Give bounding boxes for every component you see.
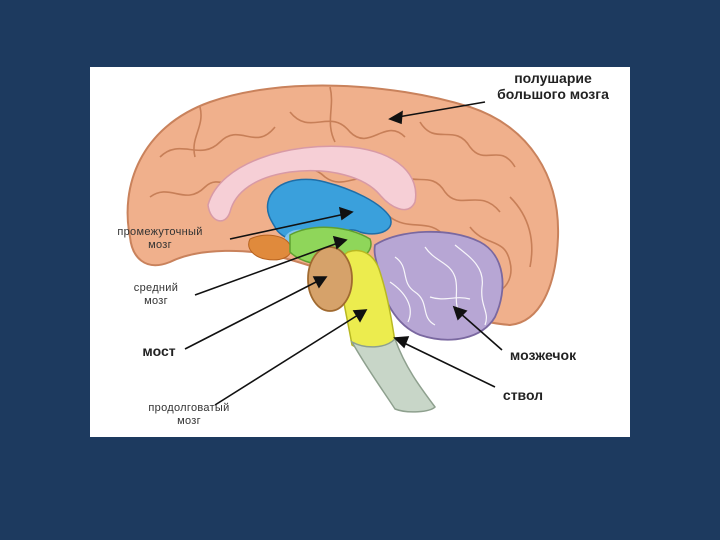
- pons-shape: [307, 246, 353, 312]
- label-midbrain: средний мозг: [116, 282, 196, 308]
- line-midbrain: [194, 242, 339, 296]
- line-diencephalon: [229, 213, 346, 240]
- leader-lines: [184, 101, 503, 406]
- diencephalon-shape: [266, 178, 392, 245]
- arrow-midbrain: [332, 235, 348, 250]
- label-cerebellum-text: мозжечок: [509, 347, 577, 363]
- medulla-shape: [350, 337, 436, 413]
- label-diencephalon-line2: мозг: [148, 239, 172, 251]
- arrow-cerebellum: [452, 305, 468, 321]
- label-midbrain-line2: мозг: [144, 295, 168, 307]
- brain-diagram: полушарие большого мозга промежуточный м…: [90, 67, 630, 437]
- label-hemisphere-line2: большого мозга: [497, 86, 609, 102]
- hypothalamus-shape: [248, 234, 292, 261]
- label-hemisphere: полушарие большого мозга: [478, 70, 628, 102]
- label-diencephalon: промежуточный мозг: [94, 226, 226, 252]
- line-pons: [184, 280, 319, 350]
- line-medulla: [214, 314, 359, 406]
- arrow-medulla: [352, 309, 368, 323]
- line-brainstem: [401, 341, 496, 388]
- corpus-callosum-shape: [207, 145, 417, 222]
- arrow-pons: [312, 276, 328, 289]
- arrow-diencephalon: [338, 206, 354, 221]
- label-cerebellum: мозжечок: [488, 347, 598, 363]
- line-hemisphere: [397, 101, 486, 118]
- label-diencephalon-line1: промежуточный: [117, 226, 203, 238]
- brain-illustration: [126, 84, 560, 413]
- arrow-brainstem: [393, 336, 410, 349]
- label-medulla-line1: продолговатый: [148, 402, 230, 414]
- label-medulla-line2: мозг: [177, 415, 201, 427]
- label-midbrain-line1: средний: [133, 282, 179, 294]
- label-hemisphere-line1: полушарие: [514, 70, 592, 86]
- label-brainstem-text: ствол: [502, 387, 544, 403]
- label-medulla: продолговатый мозг: [124, 402, 254, 428]
- line-cerebellum: [459, 312, 503, 351]
- arrow-hemisphere: [388, 110, 403, 125]
- label-brainstem: ствол: [488, 387, 558, 403]
- cerebellum-shape: [373, 230, 504, 341]
- label-pons-text: мост: [142, 343, 176, 359]
- cerebellum-folia: [389, 244, 487, 326]
- label-pons: мост: [134, 343, 184, 359]
